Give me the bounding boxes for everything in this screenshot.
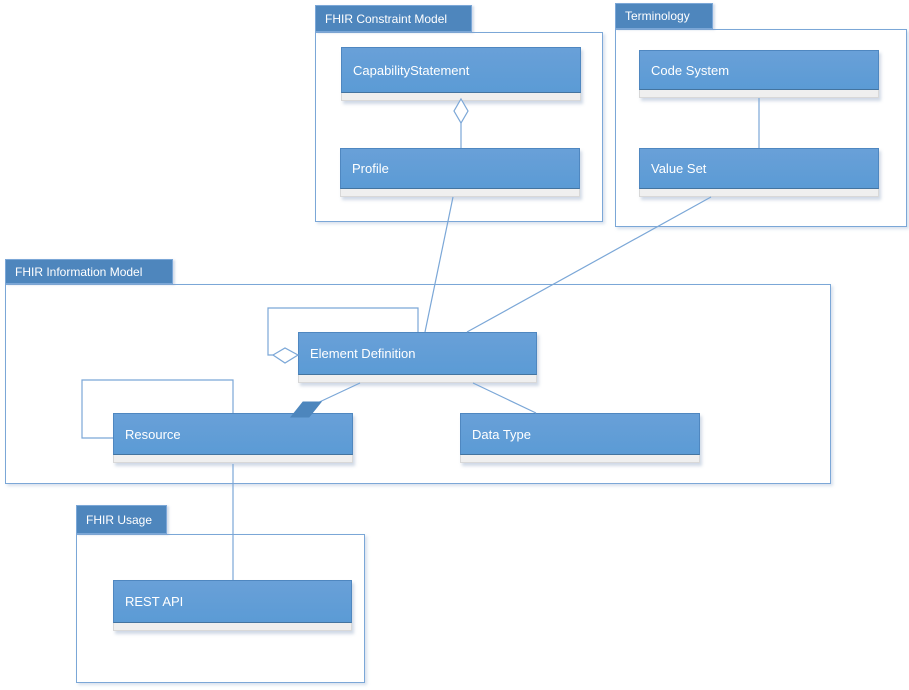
class-element-definition: Element Definition bbox=[298, 332, 537, 383]
class-header: Resource bbox=[113, 413, 353, 455]
package-body-fhir-information-model bbox=[5, 284, 831, 484]
class-header: Profile bbox=[340, 148, 580, 189]
package-label: FHIR Usage bbox=[86, 512, 153, 527]
class-header: Code System bbox=[639, 50, 879, 90]
package-tab-terminology: Terminology bbox=[615, 3, 713, 29]
class-label: REST API bbox=[125, 594, 184, 609]
package-label: FHIR Constraint Model bbox=[325, 11, 448, 26]
package-body-fhir-usage bbox=[76, 534, 365, 683]
package-label: FHIR Information Model bbox=[15, 264, 143, 279]
class-header: Value Set bbox=[639, 148, 879, 189]
class-label: Data Type bbox=[472, 426, 532, 442]
class-compartment bbox=[639, 90, 879, 98]
class-header: CapabilityStatement bbox=[341, 47, 581, 93]
package-tab-fhir-constraint-model: FHIR Constraint Model bbox=[315, 5, 472, 32]
class-compartment bbox=[639, 189, 879, 197]
package-tab-fhir-information-model: FHIR Information Model bbox=[5, 259, 173, 284]
class-data-type: Data Type bbox=[460, 413, 700, 463]
class-label: CapabilityStatement bbox=[353, 62, 470, 78]
class-label: Resource bbox=[125, 426, 181, 442]
class-compartment bbox=[460, 455, 700, 463]
class-compartment bbox=[113, 623, 352, 631]
class-header: Element Definition bbox=[298, 332, 537, 375]
package-tab-fhir-usage: FHIR Usage bbox=[76, 505, 167, 534]
class-compartment bbox=[340, 189, 580, 197]
class-label: Profile bbox=[352, 161, 389, 176]
class-compartment bbox=[298, 375, 537, 383]
class-header: Data Type bbox=[460, 413, 700, 455]
class-label: Value Set bbox=[651, 161, 707, 176]
class-profile: Profile bbox=[340, 148, 580, 197]
package-label: Terminology bbox=[625, 9, 690, 23]
class-label: Code System bbox=[651, 62, 730, 78]
class-rest-api: REST API bbox=[113, 580, 352, 631]
class-header: REST API bbox=[113, 580, 352, 623]
class-value-set: Value Set bbox=[639, 148, 879, 197]
package-body-fhir-constraint-model bbox=[315, 32, 603, 222]
package-body-terminology bbox=[615, 29, 907, 227]
class-resource: Resource bbox=[113, 413, 353, 463]
class-code-system: Code System bbox=[639, 50, 879, 98]
class-label: Element Definition bbox=[310, 346, 416, 361]
class-compartment bbox=[341, 93, 581, 101]
class-compartment bbox=[113, 455, 353, 463]
class-capabilitystatement: CapabilityStatement bbox=[341, 47, 581, 101]
